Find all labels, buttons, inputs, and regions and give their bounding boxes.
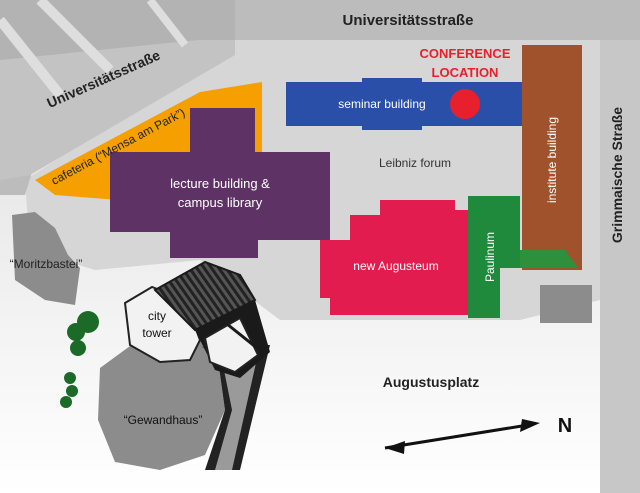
tree (70, 340, 86, 356)
north-arrow-head (520, 419, 540, 432)
seminar-building-wing (362, 78, 422, 130)
street-label-right: Grimmaische Straße (609, 107, 625, 243)
institute-building-label: institute building (545, 117, 559, 203)
gewandhaus-facade (200, 345, 260, 470)
lecture-building (110, 108, 330, 258)
moritzbastei-building (12, 212, 80, 305)
lecture-building-label-line1: lecture building & (170, 176, 270, 191)
street-label-top: Universitätsstraße (343, 12, 474, 29)
city-tower-label-line2: tower (142, 326, 171, 340)
small-building (540, 285, 592, 323)
leibniz-forum-label: Leibniz forum (379, 156, 451, 170)
tree (64, 372, 76, 384)
paulinum-building (468, 196, 520, 318)
north-label: N (558, 415, 572, 437)
institute-building (522, 45, 582, 270)
street-diagonal (0, 40, 235, 180)
street-lane-marking (36, 0, 114, 74)
conference-label-line1: CONFERENCE (419, 46, 510, 61)
tree (67, 323, 85, 341)
city-tower-roof (153, 260, 257, 332)
street-right (600, 40, 640, 493)
street-lane-marking (0, 16, 64, 99)
street-lane-marking (146, 0, 189, 48)
conference-location-marker (450, 89, 480, 119)
city-tower-edge (221, 318, 263, 354)
gewandhaus-building (98, 335, 225, 470)
augustusplatz-label: Augustusplatz (383, 374, 479, 390)
new-augusteum-label: new Augusteum (353, 259, 438, 273)
city-tower-inner (203, 316, 260, 374)
street-top (235, 0, 640, 40)
new-augusteum-building (320, 200, 470, 315)
city-tower-label-line1: city (148, 309, 166, 323)
seminar-building-label: seminar building (338, 97, 425, 111)
gewandhaus-label: “Gewandhaus” (124, 413, 203, 427)
tree (60, 396, 72, 408)
tree (66, 385, 78, 397)
north-arrow-shaft (384, 423, 529, 450)
moritzbastei-label: “Moritzbastei” (10, 257, 83, 271)
paulinum-label: Paulinum (483, 232, 497, 282)
north-arrow-tail (385, 441, 405, 454)
conference-label-line2: LOCATION (432, 65, 499, 80)
lecture-building-label-line2: campus library (178, 195, 263, 210)
